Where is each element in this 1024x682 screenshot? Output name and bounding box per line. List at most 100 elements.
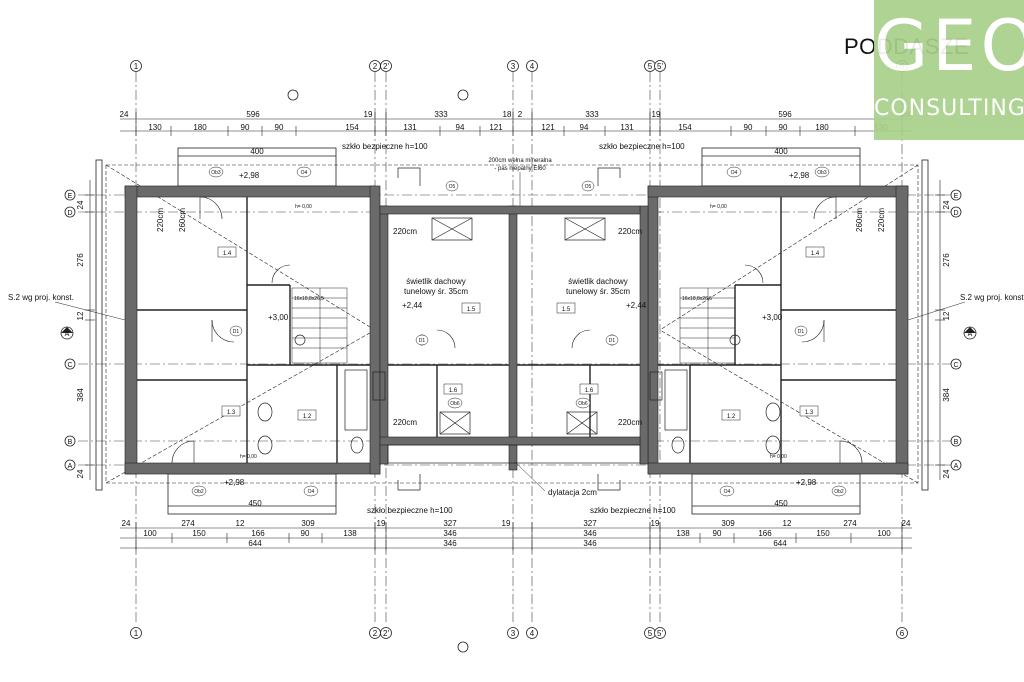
window-tag: O4 xyxy=(301,170,308,176)
axis-label: A xyxy=(954,463,959,470)
dim-value: 90 xyxy=(275,123,284,132)
dim-value: 154 xyxy=(678,123,692,132)
stairs-label: 16x18,8x26,5 xyxy=(294,296,324,302)
window-tag: Ob6 xyxy=(450,401,460,407)
stairs-label: 16x18,8x26,5 xyxy=(682,296,712,302)
stairs-spec: 16x18,8x26,5 16x18,8x26,5 xyxy=(294,296,712,302)
dim-value: 90 xyxy=(301,529,310,538)
level-label: h= 0,00 xyxy=(295,204,312,210)
note-s2-right: S.2 wg proj. konst. xyxy=(960,293,1024,302)
axis-label: C xyxy=(67,362,72,369)
svg-text:A: A xyxy=(968,331,973,338)
axis-label: B xyxy=(68,439,73,446)
axis-label: 5' xyxy=(657,62,663,71)
door-tag: D1 xyxy=(233,329,240,335)
height-label: 260cm xyxy=(855,208,864,232)
level-label: +2,44 xyxy=(626,301,647,310)
note-skylight: świetlik dachowy xyxy=(568,277,628,286)
dim-value: 138 xyxy=(676,529,690,538)
note-skylight: tunelowy śr. 35cm xyxy=(404,287,468,296)
height-label: 220cm xyxy=(156,208,165,232)
dimension-lines-side xyxy=(85,180,945,480)
dim-value: 333 xyxy=(585,110,599,119)
room-number: 1.3 xyxy=(227,410,236,416)
axis-label: E xyxy=(68,193,73,200)
dimension-text-bottom1: 24 274 12 309 19 327 19 327 19 309 12 27… xyxy=(122,519,911,528)
dim-value: 327 xyxy=(583,519,597,528)
axis-label: 3 xyxy=(511,629,516,638)
window-tag: O5 xyxy=(449,184,456,190)
dim-value: 400 xyxy=(250,147,264,156)
dim-value: 100 xyxy=(143,529,157,538)
dim-value: 121 xyxy=(489,123,503,132)
dimension-text-bottom3: 644 346 346 644 xyxy=(248,539,787,548)
note-leaders xyxy=(54,172,966,492)
level-label: h= 0,00 xyxy=(240,454,257,460)
dim-value: 90 xyxy=(713,529,722,538)
dim-value: 12 xyxy=(783,519,792,528)
room-number: 1.3 xyxy=(805,410,814,416)
axis-label: D xyxy=(67,210,72,217)
level-zero: h= 0,00 h= 0,00 h= 0,00 h= 0,00 xyxy=(240,204,787,460)
dim-value: 90 xyxy=(241,123,250,132)
axis-label: 3 xyxy=(511,62,516,71)
dim-value: 596 xyxy=(778,110,792,119)
axis-label: B xyxy=(954,439,959,446)
axis-label: 1 xyxy=(134,629,139,638)
height-label: 220cm xyxy=(393,418,417,427)
notes-small: 200cm wełna mineralna - pas niepalny EI6… xyxy=(488,158,552,172)
level-label: h= 0,00 xyxy=(710,204,727,210)
dim-value: 346 xyxy=(583,529,597,538)
dim-value: 19 xyxy=(364,110,373,119)
dim-value: 24 xyxy=(120,110,129,119)
height-label: 220cm xyxy=(877,208,886,232)
dimension-lines-bottom xyxy=(120,522,912,553)
note-glass-bottom-right: szkło bezpieczne h=100 xyxy=(590,506,676,515)
dim-value: 276 xyxy=(76,253,85,267)
dim-value: 24 xyxy=(122,519,131,528)
interior-walls xyxy=(137,197,896,463)
dim-value: 346 xyxy=(583,539,597,548)
dim-value: 24 xyxy=(902,519,911,528)
level-label: +3,00 xyxy=(268,313,289,322)
axis-label: 2 xyxy=(373,62,378,71)
axis-labels-bottom: 1 2 2' 3 4 5 5' 6 xyxy=(134,629,905,638)
dim-value: 450 xyxy=(774,499,788,508)
note-glass-top-left: szkło bezpieczne h=100 xyxy=(342,142,428,151)
dim-value: 450 xyxy=(248,499,262,508)
exterior-walls xyxy=(124,185,909,475)
room-number: 1.4 xyxy=(223,251,232,257)
dim-value: 121 xyxy=(541,123,555,132)
window-tag: Ob2 xyxy=(834,489,844,495)
staircase-left xyxy=(291,287,348,364)
axis-labels-side: E D C B A E D C B A xyxy=(67,193,958,470)
window-tag: O4 xyxy=(308,489,315,495)
axis-label: 5' xyxy=(657,629,663,638)
door-tag: D1 xyxy=(609,338,616,344)
dim-value: 24 xyxy=(942,469,951,478)
dim-value: 346 xyxy=(443,539,457,548)
dim-value: 90 xyxy=(744,123,753,132)
window-tag: Ob3 xyxy=(211,170,221,176)
axis-label: 2 xyxy=(373,629,378,638)
dim-value: 24 xyxy=(942,200,951,209)
height-label: 220cm xyxy=(393,227,417,236)
room-number: 1.2 xyxy=(303,414,312,420)
level-label: +2,98 xyxy=(796,478,817,487)
door-swings xyxy=(171,196,863,464)
axis-label: C xyxy=(953,362,958,369)
dim-value: 130 xyxy=(148,123,162,132)
dim-value: 309 xyxy=(301,519,315,528)
window-tag: Ob6 xyxy=(578,401,588,407)
axis-label: D xyxy=(953,210,958,217)
window-tag: O4 xyxy=(731,170,738,176)
dimension-text-right: 24 276 12 384 24 xyxy=(942,200,951,478)
dim-value: 94 xyxy=(456,123,465,132)
window-tag: Ob3 xyxy=(817,170,827,176)
dim-value: 644 xyxy=(773,539,787,548)
axis-label: 2' xyxy=(383,629,389,638)
dim-value: 346 xyxy=(443,529,457,538)
window-tag: O5 xyxy=(585,184,592,190)
height-label: 220cm xyxy=(618,227,642,236)
